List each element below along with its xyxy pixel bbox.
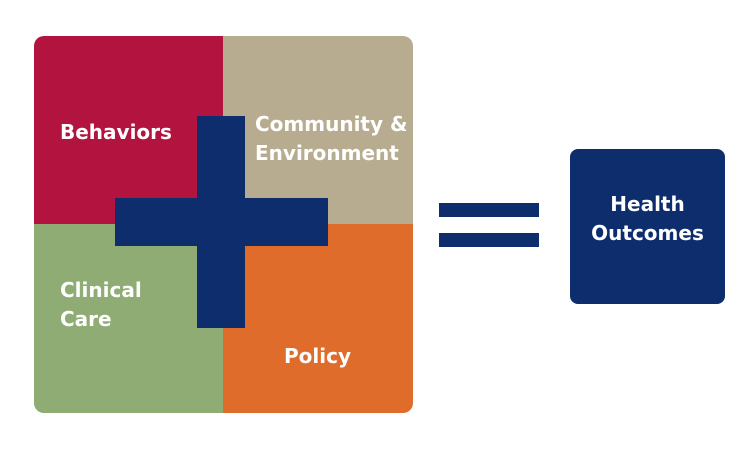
policy-label: Policy <box>284 344 352 368</box>
clinical-care-quadrant: Clinical Care <box>34 224 223 413</box>
health-outcomes-label: Health Outcomes <box>591 191 704 245</box>
equals-sign-top-bar <box>439 203 539 217</box>
community-environment-label: Community & Environment <box>255 112 408 165</box>
community-environment-quadrant: Community & Environment <box>223 36 413 224</box>
equals-sign-bottom-bar <box>439 233 539 247</box>
clinical-care-label: Clinical Care <box>60 278 142 331</box>
policy-quadrant: Policy <box>223 224 413 413</box>
health-outcomes-box: Health Outcomes <box>570 149 725 304</box>
behaviors-label: Behaviors <box>60 120 172 144</box>
plus-sign-horizontal-bar <box>115 198 328 246</box>
behaviors-quadrant: Behaviors <box>34 36 223 224</box>
factor-quadrants: Behaviors Community & Environment Clinic… <box>34 36 413 413</box>
